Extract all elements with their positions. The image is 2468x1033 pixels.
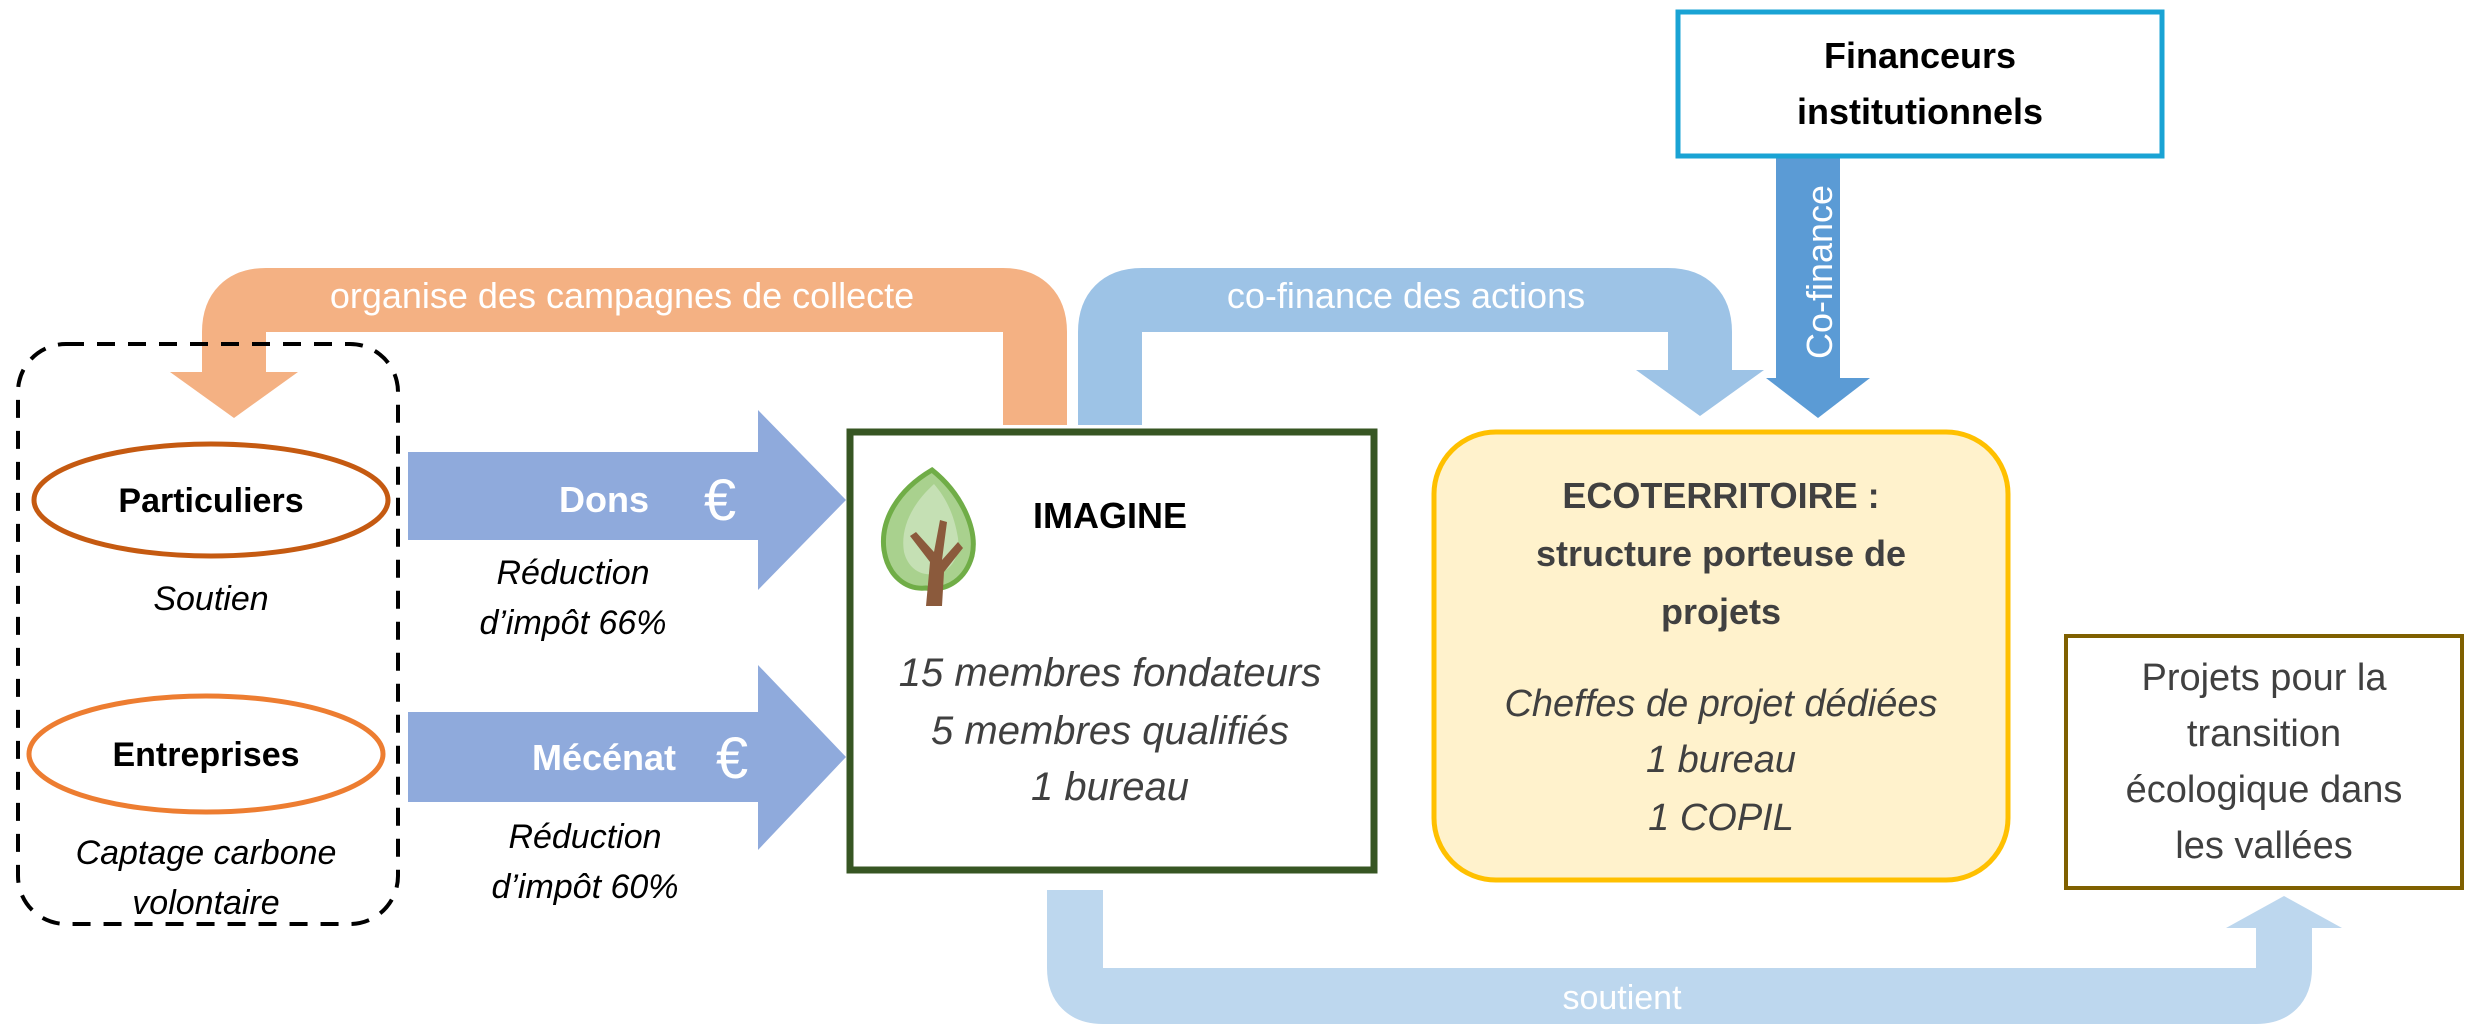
ecoterritoire-title-line3: projets (1661, 591, 1781, 632)
tree-icon (880, 466, 976, 606)
soutient-arrow: soutient (1047, 890, 2342, 1024)
entreprises-node: Entreprises Captage carbone volontaire (26, 693, 386, 922)
ecoterritoire-title-line1: ECOTERRITOIRE : (1562, 475, 1879, 516)
mecenat-note-line2: d’impôt 60% (491, 868, 678, 906)
cofinance-actions-arrow: co-finance des actions (1078, 268, 1764, 425)
imagine-box: IMAGINE 15 membres fondateurs 5 membres … (846, 428, 1378, 874)
financeurs-box: Financeurs institutionnels (1675, 9, 2165, 159)
ecoterritoire-line2: 1 bureau (1646, 739, 1796, 781)
particuliers-node: Particuliers Soutien (31, 441, 391, 618)
entreprises-sub-line1: Captage carbone (76, 834, 337, 872)
mecenat-note-line1: Réduction (508, 818, 661, 856)
donors-group (16, 342, 400, 926)
particuliers-sub: Soutien (153, 580, 268, 618)
mecenat-arrow: Mécénat € Réduction d’impôt 60% (408, 665, 846, 906)
projets-line4: les vallées (2175, 825, 2352, 867)
dons-note-line2: d’impôt 66% (479, 604, 666, 642)
imagine-line3: 1 bureau (1031, 765, 1189, 809)
projets-line3: écologique dans (2126, 769, 2403, 811)
projets-line1: Projets pour la (2141, 657, 2387, 699)
ecoterritoire-box: ECOTERRITOIRE : structure porteuse de pr… (1431, 429, 2011, 883)
ecoterritoire-line1: Cheffes de projet dédiées (1504, 683, 1937, 725)
dons-euro-icon: € (704, 468, 736, 533)
ecoterritoire-title-line2: structure porteuse de (1536, 533, 1906, 574)
particuliers-label: Particuliers (118, 482, 303, 520)
cofinance-label: Co-finance (1799, 185, 1840, 359)
entreprises-label: Entreprises (112, 736, 299, 774)
financeurs-line1: Financeurs (1824, 35, 2016, 76)
entreprises-sub-line2: volontaire (132, 884, 279, 922)
imagine-line1: 15 membres fondateurs (899, 651, 1321, 695)
soutient-label: soutient (1562, 979, 1682, 1017)
mecenat-euro-icon: € (716, 726, 748, 791)
financeurs-line2: institutionnels (1797, 91, 2043, 132)
cofinance-actions-label: co-finance des actions (1227, 275, 1585, 316)
imagine-title: IMAGINE (1033, 495, 1187, 536)
ecoterritoire-line3: 1 COPIL (1648, 797, 1794, 839)
projets-box: Projets pour la transition écologique da… (2064, 634, 2464, 890)
dons-note-line1: Réduction (496, 554, 649, 592)
collecte-arrow: organise des campagnes de collecte (170, 268, 1067, 425)
cofinance-arrow: Co-finance (1766, 158, 1870, 418)
imagine-line2: 5 membres qualifiés (931, 709, 1289, 753)
mecenat-label: Mécénat (532, 737, 676, 778)
dons-arrow: Dons € Réduction d’impôt 66% (408, 410, 846, 642)
collecte-label: organise des campagnes de collecte (330, 275, 914, 316)
dons-label: Dons (559, 479, 649, 520)
projets-line2: transition (2187, 713, 2341, 755)
